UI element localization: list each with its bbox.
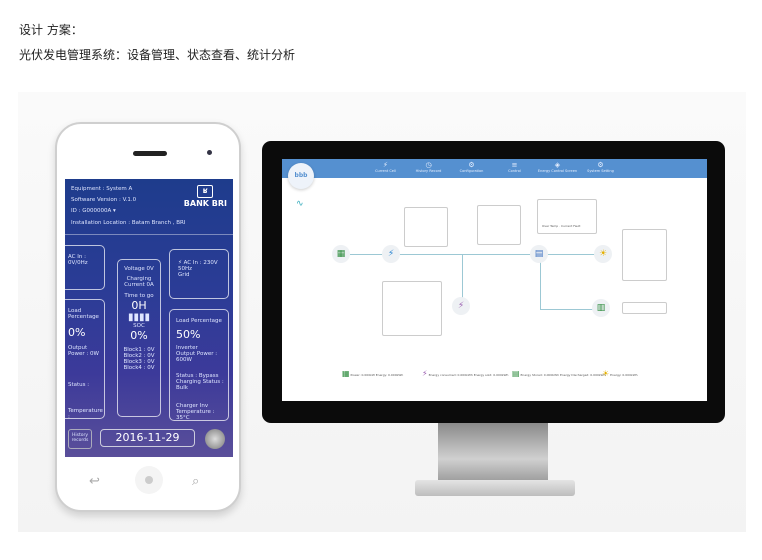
home-button[interactable] [135, 466, 163, 494]
phone-screen: Equipment : System A Software Version : … [65, 179, 233, 457]
nav-configuration[interactable]: ⚙Configuration [459, 161, 484, 173]
logo-globe-icon [205, 429, 225, 449]
camera [207, 150, 212, 155]
heading-design: 设计 方案： [19, 23, 83, 37]
monitor-screen: ⚡Current Cell ◷History Record ⚙Configura… [282, 159, 707, 401]
summary-legend: ▦ Power: 0.000kW Energy: 0.000kWh ⚡ Ener… [342, 369, 638, 378]
battery-phase-box [477, 205, 521, 245]
software-version: Software Version : V.1.0 [71, 197, 137, 203]
load-phase-box [622, 229, 667, 281]
history-records-button[interactable]: History records [68, 429, 92, 449]
pulse-icon[interactable]: ∿ [296, 199, 304, 209]
location: Installation Location : Batam Branch , B… [71, 220, 186, 226]
inverter-phase-box [404, 207, 448, 247]
nav-current-cell[interactable]: ⚡Current Cell [375, 161, 396, 173]
equipment: Equipment : System A [71, 186, 133, 192]
pv-node-icon[interactable]: ▦ [332, 245, 350, 263]
grid-phase-box [382, 281, 442, 336]
search-icon[interactable]: ⌕ [192, 474, 200, 489]
nav-system-setting[interactable]: ⚙System Setting [587, 161, 614, 173]
nav-history-record[interactable]: ◷History Record [415, 161, 442, 173]
speaker [133, 151, 167, 156]
ac-in-panel: AC In : 0V/0Hz [65, 245, 105, 290]
nav-energy-control[interactable]: ◈Energy Control Screen [537, 161, 578, 173]
battery-bank-box [622, 302, 667, 314]
top-nav: ⚡Current Cell ◷History Record ⚙Configura… [282, 159, 707, 178]
load-node-icon[interactable]: ☀ [594, 245, 612, 263]
nav-control[interactable]: ≡Control [508, 161, 521, 173]
battery-icon: ▮▮▮▮ [127, 312, 150, 323]
heading-system: 光伏发电管理系统：设备管理、状态查看、统计分析 [19, 48, 296, 62]
date-display[interactable]: 2016-11-29 [100, 429, 195, 447]
battery-node-icon[interactable]: ▤ [530, 245, 548, 263]
monitor-stand [438, 423, 548, 483]
monitor-mockup: ⚡Current Cell ◷History Record ⚙Configura… [262, 141, 725, 423]
alerts-popup: Over Temp · Current Fault [537, 199, 597, 234]
id-select[interactable]: ID : G000000A ▾ [71, 208, 116, 214]
grid-node-icon[interactable]: ⚡ [452, 297, 470, 315]
app-logo: bbb [288, 163, 314, 189]
back-icon[interactable]: ↩ [89, 474, 100, 489]
monitor-base [415, 480, 575, 496]
battery-bank-node-icon[interactable]: ▥ [592, 299, 610, 317]
phone-mockup: Equipment : System A Software Version : … [55, 122, 241, 512]
inverter-node-icon[interactable]: ⚡ [382, 245, 400, 263]
